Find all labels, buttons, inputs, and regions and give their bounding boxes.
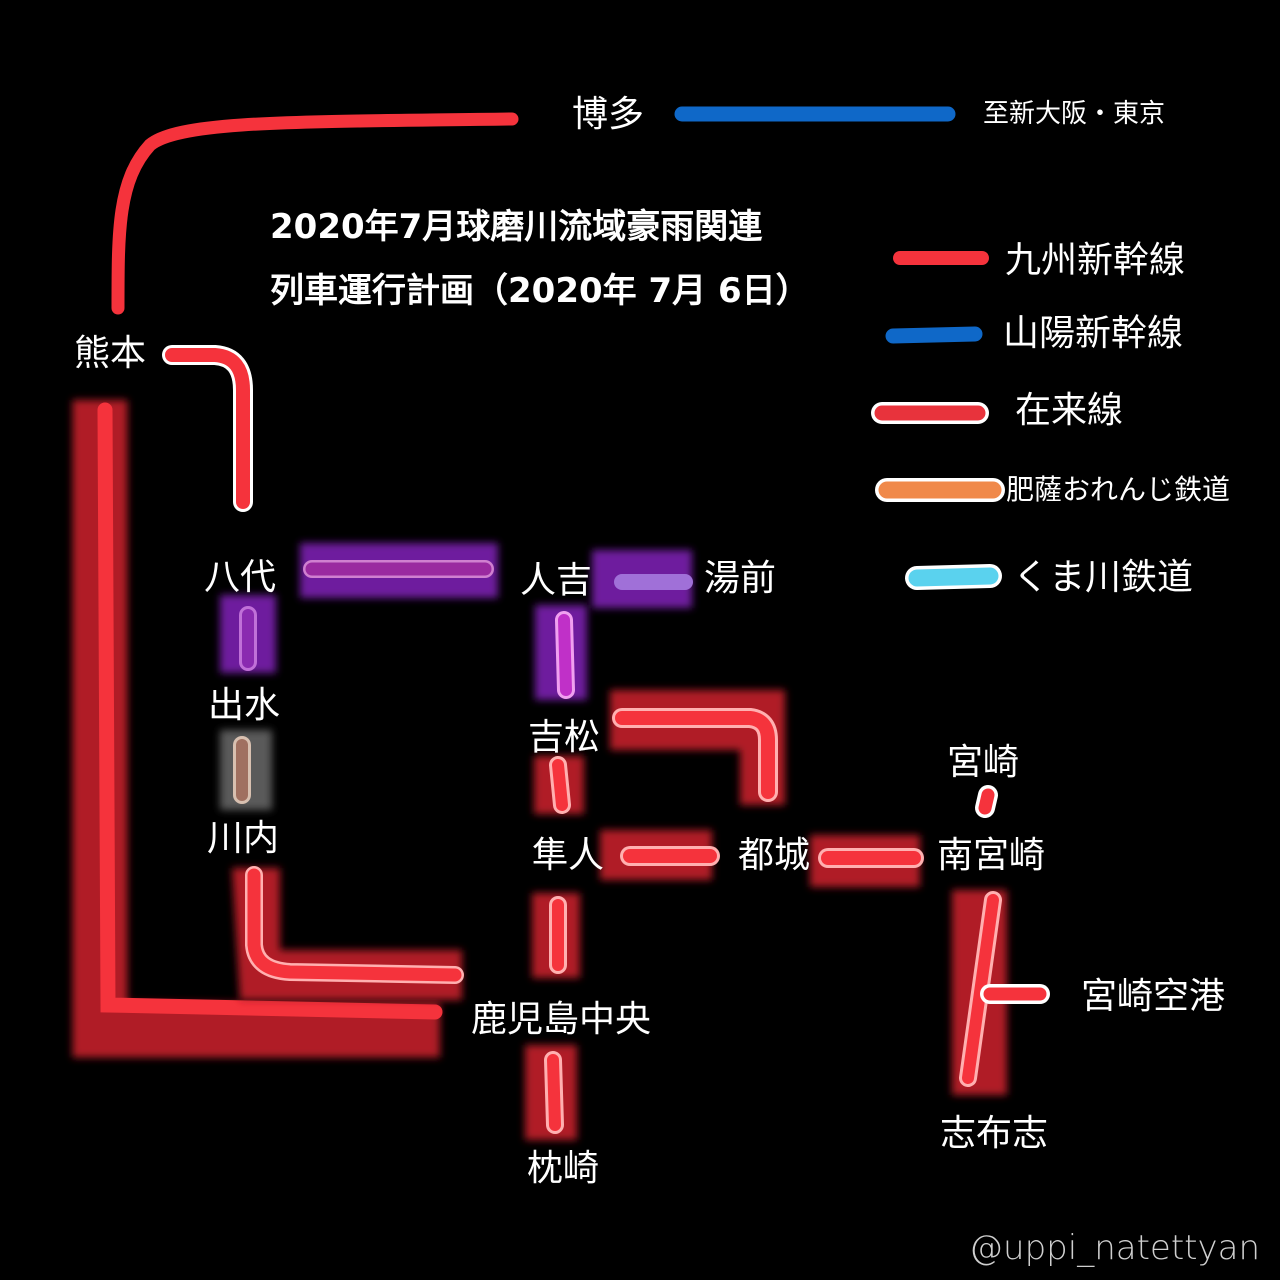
hisatsu-orange-izumi-sendai [220,730,272,810]
nippo-line-hayato-miyakonojo [600,830,720,880]
nippo-line-hayato-kagoshima [532,893,580,978]
map-title-line2: 列車運行計画（2020年 7月 6日） [270,271,810,311]
legend-label-kuma-river: くま川鉄道 [1013,557,1194,598]
legend-swatch-sanyo-shinkansen [885,326,983,344]
station-hayato: 隼人 [532,835,605,876]
hisatsu-line-yatsushiro-hitoyoshi [300,543,498,598]
station-kagoshima-chuo: 鹿児島中央 [471,999,652,1040]
legend-label-hisatsu-orange: 肥薩おれんじ鉄道 [1006,473,1231,506]
station-kumamoto: 熊本 [74,333,147,374]
destination-osaka-tokyo: 至新大阪・東京 [983,99,1166,129]
kuma-river-railway [592,550,693,608]
kyushu-shinkansen-kumamoto-kagoshima [72,400,443,1058]
station-minami-miyazaki: 南宮崎 [937,835,1046,876]
hisatsu-orange-yatsushiro-izumi [220,595,276,673]
station-miyazaki-airport: 宮崎空港 [1081,976,1226,1017]
nippo-line-miyakonojo-minami-miyazaki [810,835,924,887]
station-shibushi: 志布志 [940,1113,1049,1154]
hisatsu-line-yoshimatsu-hayato [534,756,584,814]
legend-label-kyushu-shinkansen: 九州新幹線 [1005,240,1186,281]
legend-label-sanyo-shinkansen: 山陽新幹線 [1003,313,1184,354]
station-makurazaki: 枕崎 [527,1148,600,1189]
station-hitoyoshi: 人吉 [520,560,593,601]
station-sendai: 川内 [207,818,280,859]
kagoshima-line-kumamoto-yatsushiro [162,345,253,512]
ibusuki-makurazaki-line [525,1045,577,1140]
kyushu-shinkansen-hakata-kumamoto [111,112,519,315]
hisatsu-line-hitoyoshi-yoshimatsu [535,605,587,700]
station-hakata: 博多 [572,94,645,135]
station-miyazaki: 宮崎 [947,742,1020,783]
author-watermark: @uppi_natettyan [969,1228,1260,1268]
map-title-line1: 2020年7月球磨川流域豪雨関連 [270,207,763,247]
station-miyakonojo: 都城 [738,835,811,876]
station-izumi: 出水 [208,685,281,726]
nichinan-line-minami-miyazaki-shibushi [952,890,1050,1095]
kagoshima-line-sendai-kagoshima [232,866,464,1000]
station-yoshimatsu: 吉松 [528,717,601,758]
station-yatsushiro: 八代 [204,557,277,598]
kitto-line-yoshimatsu-miyakonojo [610,690,785,805]
station-yunomae: 湯前 [704,558,777,599]
legend-label-conventional: 在来線 [1015,390,1124,431]
